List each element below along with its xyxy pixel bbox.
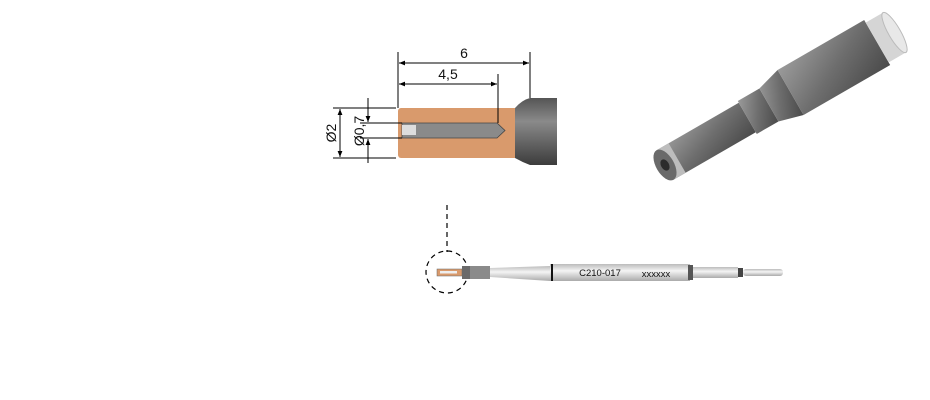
full-tool-view: [436, 264, 783, 281]
dim-bore-depth: 4,5: [438, 66, 458, 82]
dim-total-length: 6: [460, 45, 468, 61]
dimension-lines: [333, 52, 531, 163]
detail-marker: [425, 205, 469, 294]
part-number-label: C210-017: [579, 268, 621, 279]
dim-bore-diameter: Ø0,7: [351, 116, 367, 147]
tip-3d-view: [653, 11, 908, 181]
tip-cap: [515, 98, 557, 165]
serial-label: xxxxxx: [642, 269, 671, 280]
dim-outer-diameter: Ø2: [323, 123, 339, 142]
bore: [401, 122, 506, 139]
tip-detail-section: [398, 98, 557, 165]
